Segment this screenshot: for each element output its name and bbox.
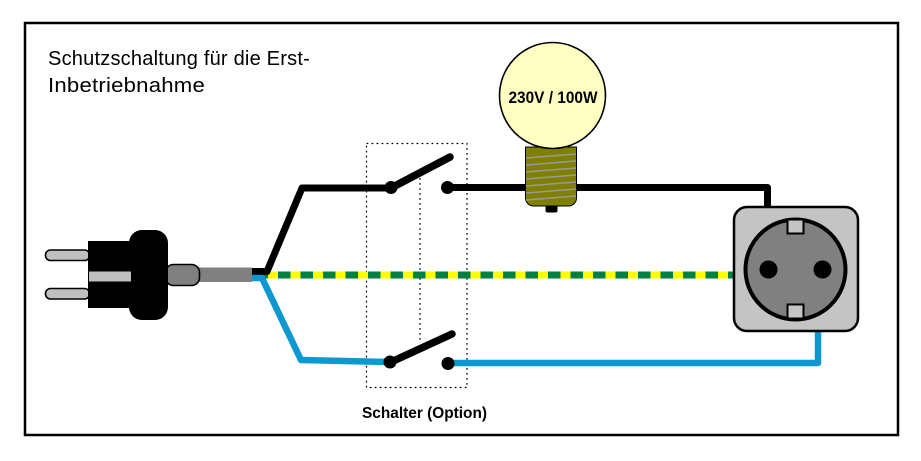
switch-option-group: Schalter (Option) — [362, 142, 487, 422]
schuko-plug-icon — [44, 230, 252, 320]
plug-pin-bottom — [44, 287, 91, 300]
neutral-switch — [383, 330, 456, 370]
live-switch-lever — [387, 153, 454, 192]
socket-earth-clip-bottom — [786, 303, 805, 320]
diagram-title-line2: Inbetriebnahme — [48, 75, 205, 97]
plug-pin-top — [44, 249, 91, 262]
socket-hole-right — [813, 260, 832, 279]
live-switch-terminal-dot — [441, 181, 454, 194]
plug-cable-grip — [164, 263, 201, 287]
live-wire-left-segment — [248, 184, 390, 275]
switch-option-label: Schalter (Option) — [362, 405, 487, 422]
bulb-screw-threads — [525, 153, 577, 201]
socket-earth-clip-top — [786, 218, 805, 235]
neutral-switch-lever — [386, 330, 456, 367]
live-switch — [384, 153, 454, 194]
neutral-wire-right-segment — [448, 328, 822, 367]
plug-earth-slot — [89, 271, 131, 282]
neutral-switch-pivot-dot — [383, 355, 397, 369]
diagram-title-line1: Schutzschaltung für die Erst- — [48, 48, 310, 70]
bulb-rating-label: 230V / 100W — [509, 88, 599, 107]
bulb-glass — [498, 41, 607, 150]
light-bulb-icon: 230V / 100W — [498, 41, 607, 213]
neutral-wire-left-segment — [249, 274, 391, 366]
live-switch-pivot-dot — [384, 181, 398, 194]
socket-hole-left — [759, 260, 778, 279]
schuko-socket-icon — [732, 205, 860, 333]
plug-cable-sheath — [196, 267, 252, 282]
bulb-contact-tip — [545, 205, 558, 213]
neutral-switch-terminal-dot — [441, 357, 455, 370]
switch-option-dotted-box — [365, 142, 468, 389]
plug-body — [129, 230, 168, 320]
